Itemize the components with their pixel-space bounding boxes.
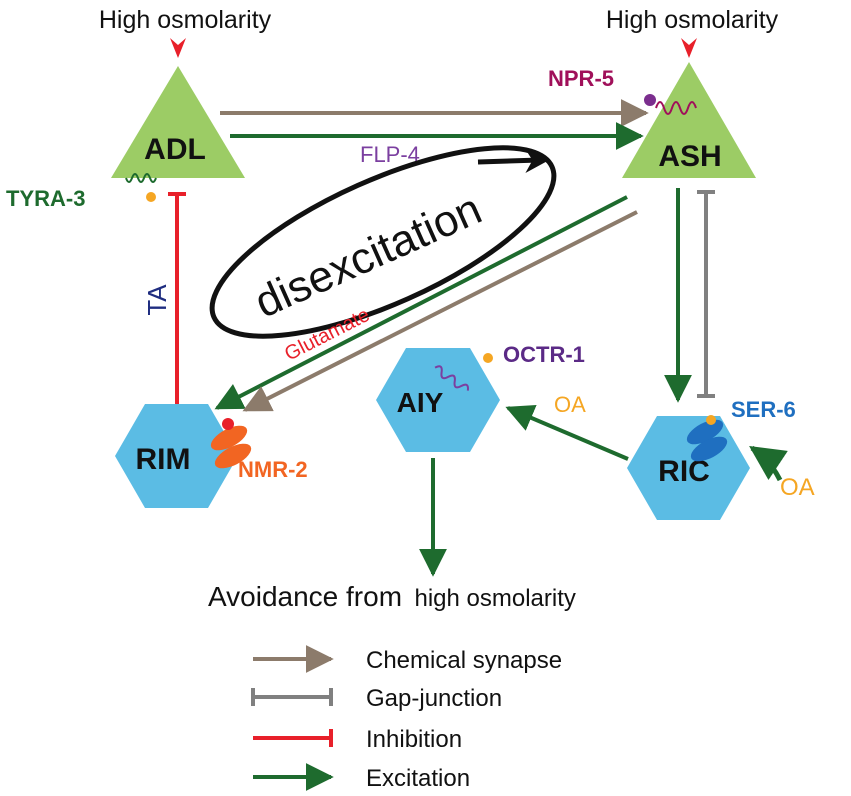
output-label-main: Avoidance from bbox=[208, 581, 402, 612]
legend-item-gap-junction: Gap-junction bbox=[251, 685, 502, 712]
legend-item-chemical-synapse: Chemical synapse bbox=[253, 645, 562, 674]
legend-excitation-label: Excitation bbox=[366, 765, 470, 792]
octr1-receptor-icon bbox=[434, 365, 469, 391]
legend-inhibition-label: Inhibition bbox=[366, 726, 462, 753]
stimulus-arrow-right bbox=[681, 38, 697, 58]
stimulus-arrow-left bbox=[170, 38, 186, 58]
npr5-label: NPR-5 bbox=[548, 66, 614, 91]
oa-aiy-label: OA bbox=[554, 392, 586, 417]
npr5-receptor-icon bbox=[655, 101, 697, 115]
legend: Chemical synapse Gap-junction Inhibition… bbox=[251, 645, 562, 792]
legend-chemical-label: Chemical synapse bbox=[366, 647, 562, 674]
ta-label: TA bbox=[142, 284, 172, 316]
disexcitation-arrow-icon bbox=[477, 147, 550, 173]
tyra3-receptor-icon bbox=[125, 173, 157, 183]
output-label: Avoidance from high osmolarity bbox=[208, 581, 576, 612]
neuron-ash bbox=[622, 62, 756, 178]
oa-self-label: OA bbox=[780, 474, 815, 501]
ric-aiy-excitation bbox=[505, 404, 629, 461]
ash-rim-chemical-synapse bbox=[242, 210, 638, 412]
disexcitation-loop bbox=[209, 145, 557, 339]
nmr2-receptor-icon-bottom bbox=[214, 443, 252, 469]
neuron-aiy-label: AIY bbox=[397, 387, 444, 418]
neuron-adl-label: ADL bbox=[144, 133, 206, 166]
nmr2-ligand-icon bbox=[222, 418, 234, 430]
legend-item-inhibition: Inhibition bbox=[253, 726, 462, 753]
nmr2-receptor-icon-top bbox=[210, 425, 248, 451]
tyra3-label: TYRA-3 bbox=[6, 186, 85, 211]
neuron-rim-label: RIM bbox=[136, 443, 191, 476]
stimulus-label-left: High osmolarity bbox=[99, 6, 272, 34]
legend-item-excitation: Excitation bbox=[253, 763, 470, 792]
stimulus-label-right: High osmolarity bbox=[606, 6, 779, 34]
neuron-aiy bbox=[376, 348, 500, 452]
neuron-rim bbox=[115, 404, 238, 508]
ash-rim-excitation bbox=[214, 195, 628, 410]
nmr2-label: NMR-2 bbox=[238, 457, 308, 482]
neuron-ash-label: ASH bbox=[658, 140, 721, 173]
octr1-ligand-icon bbox=[483, 353, 493, 363]
output-label-tail: high osmolarity bbox=[414, 585, 575, 612]
neuron-adl bbox=[111, 66, 245, 178]
ser6-receptor-icon-bottom bbox=[690, 436, 728, 462]
tyra3-ligand-icon bbox=[146, 192, 156, 202]
octr1-label: OCTR-1 bbox=[503, 342, 585, 367]
ser6-label: SER-6 bbox=[731, 397, 796, 422]
npr5-ligand-icon bbox=[644, 94, 656, 106]
ric-autocrine-arrow-icon bbox=[749, 445, 788, 482]
ser6-receptor-icon-top bbox=[686, 419, 724, 445]
ser6-ligand-icon bbox=[706, 415, 716, 425]
legend-gap-label: Gap-junction bbox=[366, 685, 502, 712]
